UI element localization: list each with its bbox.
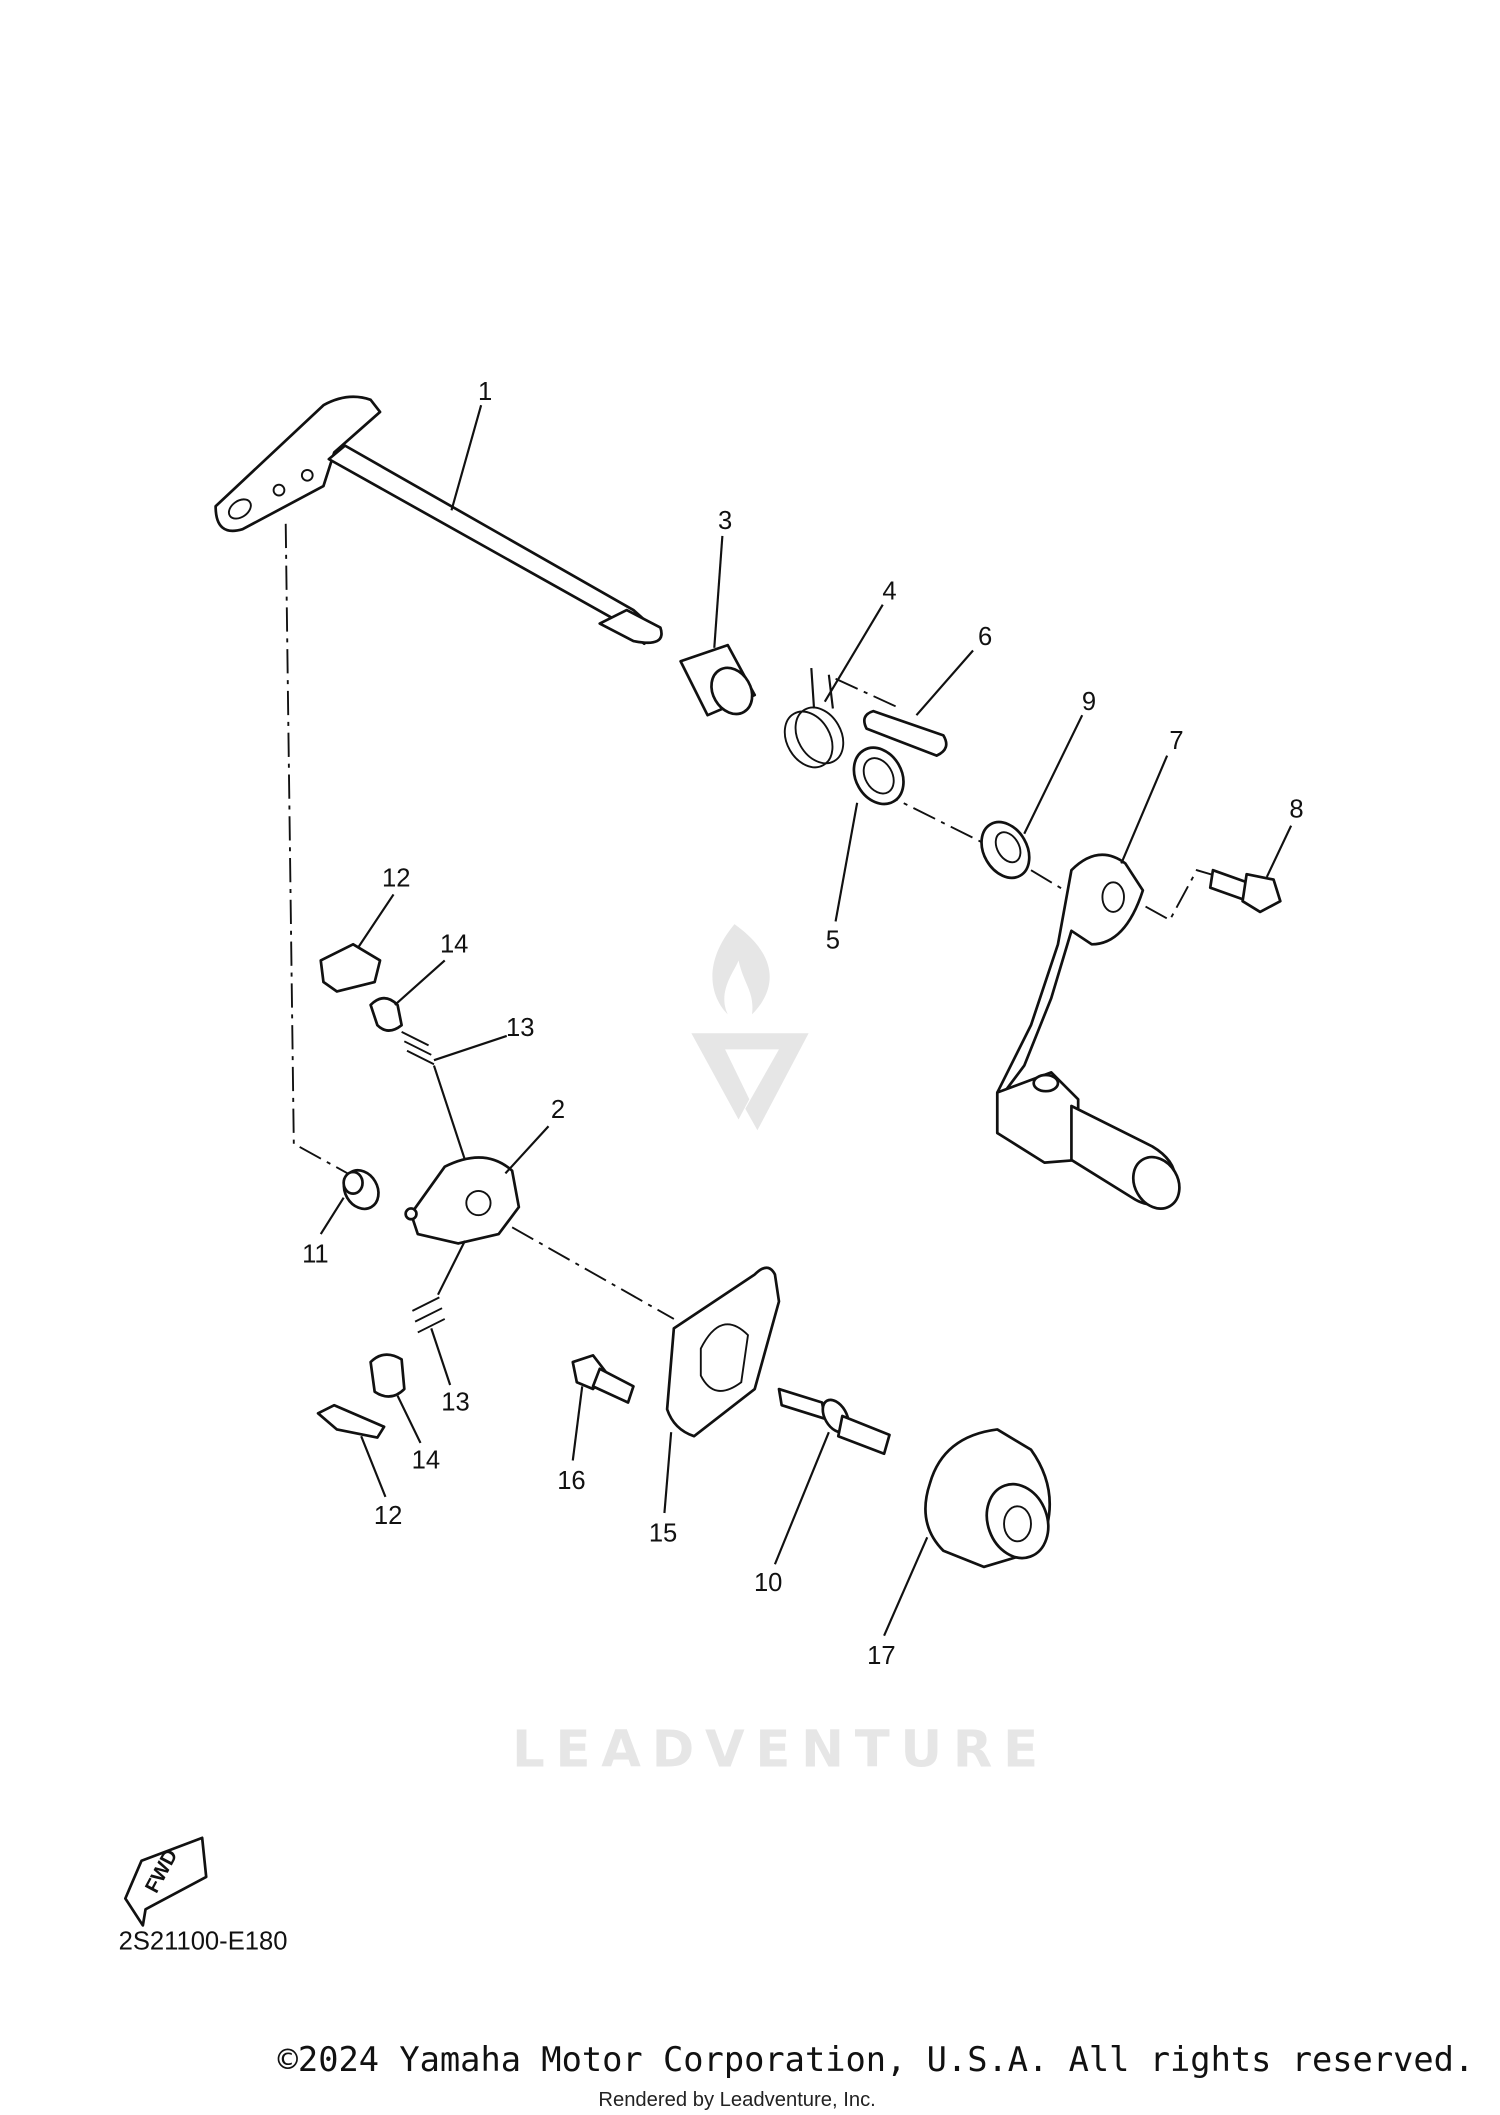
callout-16: 16 [557,1467,585,1495]
watermark-text: LEADVENTURE [512,1719,1049,1779]
part-bolt-10 [777,1387,891,1456]
callout-5: 5 [826,926,840,954]
assembly-line [1030,869,1066,892]
part-14-top [369,996,403,1032]
part-pin [863,709,948,757]
part-shift-arm [404,1156,521,1245]
part-stopper-plate [665,1266,781,1438]
callout-13: 13 [506,1014,534,1042]
callout-8: 8 [1289,796,1303,824]
fwd-arrow-icon: FWD [123,1836,208,1927]
part-washer [852,746,905,806]
part-shift-pedal [995,853,1181,1210]
part-12-top [319,942,382,993]
part-12-bottom [316,1403,386,1439]
callout-6: 6 [978,623,992,651]
assembly-line [284,523,349,1175]
callout-17: 17 [867,1642,895,1670]
callout-12: 12 [382,864,410,892]
callout-2: 2 [551,1096,565,1124]
rendered-by-text: Rendered by Leadventure, Inc. [598,2089,875,2111]
callout-14-lower: 14 [412,1447,440,1475]
callout-13-lower: 13 [441,1389,469,1417]
part-shift-shaft [214,395,663,646]
part-collar [679,643,757,717]
callout-10: 10 [754,1569,782,1597]
callout-1: 1 [478,378,492,406]
callout-9: 9 [1082,688,1096,716]
callout-12-lower: 12 [374,1502,402,1530]
leadventure-watermark: LEADVENTURE [512,924,1049,1779]
part-bolt-16 [571,1353,635,1404]
part-13-top [401,1031,435,1066]
callout-15: 15 [649,1519,677,1547]
part-oil-seal [980,820,1031,880]
part-segment [924,1428,1052,1569]
part-11 [342,1168,380,1211]
part-spring [783,667,845,769]
part-bolt-8 [1208,868,1282,914]
assembly-line [835,677,901,710]
copyright-text: ©2024 Yamaha Motor Corporation, U.S.A. A… [278,2040,1475,2079]
part-14-bottom [369,1353,406,1398]
assembly-line [1145,869,1220,922]
callout-4: 4 [882,577,896,605]
callout-3: 3 [718,507,732,535]
assembly-line [511,1226,675,1320]
leader-lines [319,404,1293,1637]
callout-14: 14 [440,930,468,958]
callout-11: 11 [302,1240,329,1268]
part-code: 2S21100-E180 [119,1928,288,1956]
part-13-bottom [411,1296,446,1334]
callout-7: 7 [1169,727,1183,755]
